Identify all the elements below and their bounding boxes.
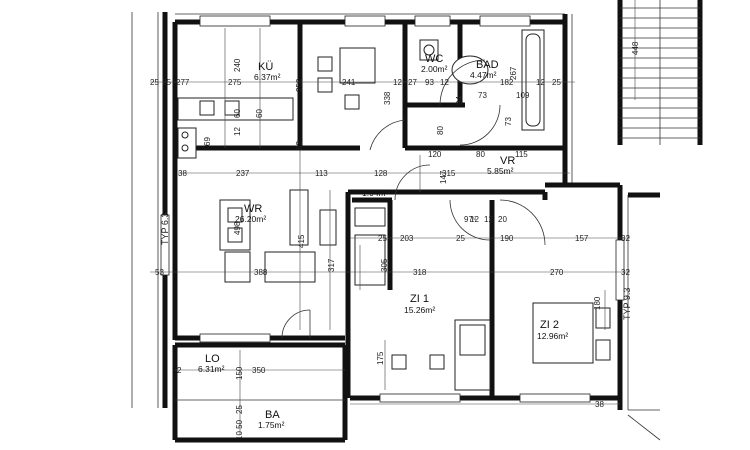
hall-name: VR bbox=[500, 155, 515, 167]
dim-text: 80 bbox=[476, 150, 485, 159]
dim-text: 317 bbox=[327, 258, 336, 272]
wc-area: 2.00m² bbox=[421, 64, 448, 74]
staircase bbox=[617, 0, 703, 145]
dim-text: 190 bbox=[500, 234, 514, 243]
type-label-right: TYP 9.3 bbox=[622, 288, 632, 320]
dim-text: 115 bbox=[515, 150, 528, 159]
right-annex bbox=[627, 192, 661, 441]
storage-area: 1.04m² bbox=[362, 188, 389, 198]
loggia-area: 6.31m² bbox=[198, 364, 225, 374]
kitchen-name: KÜ bbox=[258, 61, 273, 73]
dim-text: 113 bbox=[315, 169, 328, 178]
dim-text: 38 bbox=[178, 169, 187, 178]
room2-furniture bbox=[499, 199, 611, 364]
dim-text: 128 bbox=[374, 169, 388, 178]
dim-text: 60 bbox=[255, 109, 264, 118]
dim-text: 415 bbox=[297, 234, 306, 248]
hall-area: 5.85m² bbox=[487, 166, 514, 176]
dim-text: 83 bbox=[295, 141, 304, 150]
dim-text: 448 bbox=[631, 41, 640, 55]
dim-text: 252 bbox=[295, 78, 304, 92]
dim-text: 237 bbox=[236, 169, 250, 178]
dim-text: 498 bbox=[233, 221, 242, 235]
dim-text: 150 bbox=[235, 366, 244, 380]
dim-text: 93 bbox=[425, 78, 434, 87]
type-label-left: TYP 6.3 bbox=[160, 213, 170, 245]
room1-furniture bbox=[391, 199, 491, 391]
living-furniture bbox=[219, 119, 406, 339]
dim-text: 182 bbox=[500, 78, 514, 87]
dim-text: 25 bbox=[150, 78, 159, 87]
dim-text: 180 bbox=[593, 296, 602, 310]
dim-text: 20 bbox=[498, 215, 507, 224]
kitchen-area: 6.37m² bbox=[254, 72, 281, 82]
bath-area: 4.47m² bbox=[470, 70, 497, 80]
living-area: 26.20m² bbox=[235, 214, 266, 224]
dim-text: 53 bbox=[155, 268, 164, 277]
dim-text: 157 bbox=[575, 234, 589, 243]
dim-text: 241 bbox=[342, 78, 356, 87]
room-labels: KÜ 6.37m² WC 2.00m² BAD 4.47m² WR 26.20m… bbox=[198, 53, 568, 430]
balcony-area: 1.75m² bbox=[258, 420, 285, 430]
dim-text: 109 bbox=[516, 91, 530, 100]
dim-text: 69 bbox=[203, 137, 212, 146]
kitchen-furniture bbox=[177, 47, 376, 159]
dim-text: 203 bbox=[400, 234, 414, 243]
dim-text: 25 bbox=[552, 78, 561, 87]
dim-text: 25 bbox=[235, 405, 244, 414]
dim-text: 175 bbox=[376, 351, 385, 365]
dim-text: 73 bbox=[504, 117, 513, 126]
bath-fixtures bbox=[419, 29, 545, 146]
dim-text: 12 bbox=[393, 78, 402, 87]
dim-text: 27 bbox=[408, 78, 417, 87]
wc-name: WC bbox=[425, 53, 443, 65]
balcony-name: BA bbox=[265, 409, 280, 421]
dim-text: 2 bbox=[177, 366, 182, 375]
dim-text: 25 bbox=[378, 234, 387, 243]
dim-text: 32 bbox=[621, 268, 630, 277]
room2-area: 12.96m² bbox=[537, 331, 568, 341]
dim-text: 12 bbox=[470, 215, 479, 224]
dim-text: 73 bbox=[478, 91, 487, 100]
dimension-lines bbox=[150, 0, 636, 435]
dim-text: 12 bbox=[440, 78, 449, 87]
bath-name: BAD bbox=[476, 59, 499, 71]
room1-name: ZI 1 bbox=[410, 293, 429, 305]
dim-text: 318 bbox=[413, 268, 427, 277]
dimension-texts: 25 25 277 275 241 12 27 93 12 182 12 25 … bbox=[150, 41, 640, 440]
dim-text: 120 bbox=[428, 150, 442, 159]
dim-text: 315 bbox=[442, 169, 456, 178]
dim-text: 350 bbox=[252, 366, 266, 375]
dim-text: 32 bbox=[621, 234, 630, 243]
dim-text: 94 bbox=[455, 96, 464, 105]
type-labels: TYP 6.3 TYP 9.3 bbox=[160, 213, 632, 320]
dim-text: 147 bbox=[439, 170, 448, 184]
windows bbox=[160, 15, 625, 403]
dim-text: 388 bbox=[254, 268, 268, 277]
dim-text: 275 bbox=[228, 78, 242, 87]
dim-text: 240 bbox=[233, 58, 242, 72]
loggia-name: LO bbox=[205, 353, 220, 365]
dim-text: 60 bbox=[233, 109, 242, 118]
dim-text: 25 bbox=[162, 78, 171, 87]
dim-text: 12 bbox=[536, 78, 545, 87]
dim-text: 80 bbox=[436, 126, 445, 135]
dim-text: 12 bbox=[484, 215, 493, 224]
dim-text: 338 bbox=[383, 91, 392, 105]
dim-text: 12 bbox=[233, 127, 242, 136]
dim-text: 38 bbox=[595, 400, 604, 409]
dim-text: 10 50 bbox=[235, 419, 244, 440]
dim-text: 305 bbox=[380, 258, 389, 272]
living-name: WR bbox=[244, 203, 262, 215]
dim-text: 277 bbox=[176, 78, 190, 87]
dim-text: 97⁵ bbox=[464, 215, 476, 224]
dim-text: 270 bbox=[550, 268, 564, 277]
dim-text: 267 bbox=[509, 66, 518, 80]
dim-text: 25 bbox=[456, 234, 465, 243]
room2-name: ZI 2 bbox=[540, 319, 559, 331]
room1-area: 15.26m² bbox=[404, 305, 435, 315]
